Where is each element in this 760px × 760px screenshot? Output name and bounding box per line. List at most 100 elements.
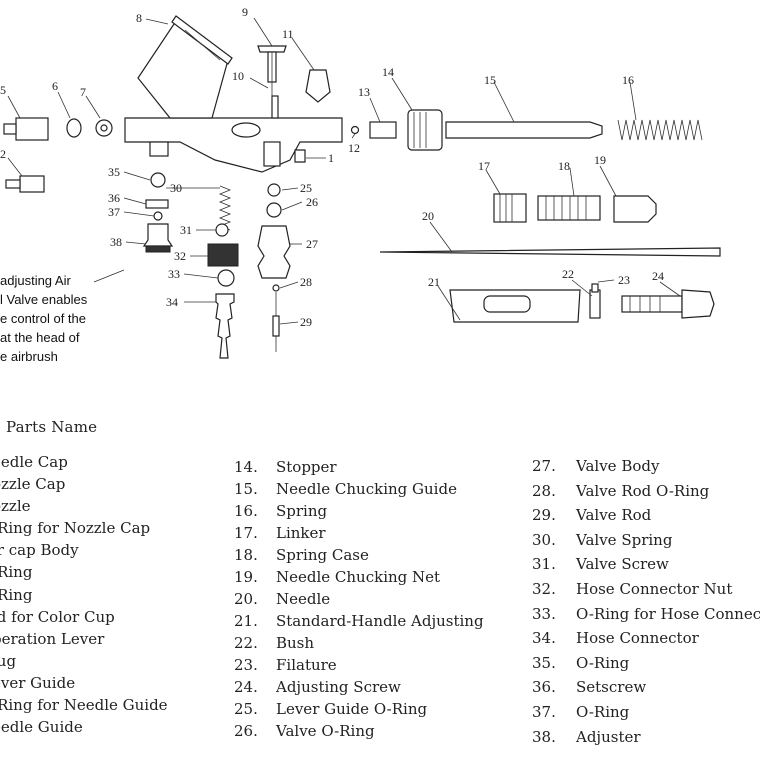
part-number: 29.: [532, 506, 556, 525]
part-row: 26.Valve O-Ring: [234, 720, 484, 742]
spring-case-18: [537, 195, 601, 221]
part-row: 17.Linker: [234, 522, 484, 544]
part-number: 37.: [532, 702, 556, 721]
part-number: 27.: [532, 457, 556, 475]
note-line: l Valve enables: [0, 292, 88, 307]
needle-chucking-net-19: [613, 195, 657, 223]
part-name: Needle Chucking Net: [276, 568, 441, 586]
part-number: 35.: [532, 653, 556, 672]
callout-1: 1: [328, 151, 334, 165]
callout-30: 30: [170, 181, 182, 195]
part-row: 27.Valve Body: [532, 454, 760, 479]
callout-23: 23: [618, 273, 630, 287]
part-number: 25.: [234, 700, 258, 718]
callout-numbers: 1 2 5 6 7 8 9 10 11 12 13 14 15 16 17 18…: [0, 5, 664, 329]
part-row: 22. Bush: [234, 632, 484, 654]
part-row: 32.Hose Connector Nut: [532, 577, 760, 602]
part-row: 21.Standard-Handle Adjusting: [234, 610, 484, 632]
part-row: -Ring: [0, 585, 33, 604]
callout-34: 34: [166, 295, 178, 309]
part-row: -Ring: [0, 563, 33, 582]
callout-17: 17: [478, 159, 490, 173]
part-name: Linker: [276, 524, 326, 542]
part-number: 28.: [532, 481, 556, 500]
part-name: Filature: [276, 656, 337, 674]
part-number: 18.: [234, 546, 258, 564]
valve-assembly: [257, 183, 291, 352]
callout-2: 2: [0, 147, 6, 161]
part-number: 38.: [532, 727, 556, 746]
stopper-14: [407, 109, 443, 151]
part-name: Valve Screw: [576, 555, 669, 574]
callout-14: 14: [382, 65, 394, 79]
part-row: 28. Valve Rod O-Ring: [532, 479, 760, 504]
nozzle-group: [3, 117, 113, 193]
part-number: 31.: [532, 555, 556, 574]
part-name: Adjusting Screw: [276, 678, 401, 696]
note-line: at the head of: [0, 330, 80, 345]
part-name: Needle Chucking Guide: [276, 480, 457, 498]
callout-5: 5: [0, 83, 6, 97]
handle-21: [449, 289, 581, 323]
adjusting-screw-24: [621, 289, 715, 319]
part-name: Valve Spring: [576, 530, 673, 549]
part-row: ever Guide: [0, 673, 76, 692]
part-number: 20.: [234, 590, 258, 608]
part-name: Setscrew: [576, 678, 647, 697]
note-line: e control of the: [0, 311, 86, 326]
callout-33: 33: [168, 267, 180, 281]
o-ring-12: [350, 125, 360, 135]
part-number: 19.: [234, 568, 258, 586]
part-row: 20. Needle: [234, 588, 484, 610]
part-row: peration Lever: [0, 629, 105, 648]
part-row: lug: [0, 651, 17, 670]
part-number: 30.: [532, 530, 556, 549]
callout-12: 12: [348, 141, 360, 155]
callout-24: 24: [652, 269, 664, 283]
airbrush-body: [124, 95, 343, 173]
callout-9: 9: [242, 5, 248, 19]
part-row: 33.O-Ring for Hose Connec: [532, 602, 760, 627]
part-row: -Ring for Needle Guide: [0, 696, 168, 715]
part-name: Stopper: [276, 458, 337, 476]
part-row: 37.O-Ring: [532, 700, 760, 725]
note-line: adjusting Air: [0, 273, 71, 288]
callout-22: 22: [562, 267, 574, 281]
part-name: Valve O-Ring: [276, 722, 375, 740]
part-number: 22.: [234, 634, 258, 652]
part-row: 15.Needle Chucking Guide: [234, 478, 484, 500]
part-name: Spring: [276, 502, 328, 520]
plug-part: [294, 149, 306, 163]
part-row: 14.Stopper: [234, 456, 484, 478]
air-valve-group: [142, 172, 239, 359]
needle-guide-13: [369, 121, 397, 139]
exploded-airbrush-diagram: 1 2 5 6 7 8 9 10 11 12 13 14 15 16 17 18…: [0, 5, 721, 359]
operation-lever: [257, 45, 287, 100]
part-number: 24.: [234, 678, 258, 696]
part-number: 23.: [234, 656, 258, 674]
callout-6: 6: [52, 79, 58, 93]
callout-26: 26: [306, 195, 318, 209]
callout-16: 16: [622, 73, 634, 87]
parts-column-3: 27.Valve Body 28. Valve Rod O-Ring 29. Val…: [532, 454, 760, 749]
part-row: 18.Spring Case: [234, 544, 484, 566]
part-name: Hose Connector Nut: [576, 579, 733, 598]
callout-19: 19: [594, 153, 606, 167]
part-number: 33.: [532, 604, 556, 623]
part-name: O-Ring: [576, 653, 630, 672]
part-row: eedle Cap: [0, 453, 68, 471]
part-name: Needle: [276, 590, 331, 608]
callout-18: 18: [558, 159, 570, 173]
leader-lines: [7, 17, 681, 325]
linker-17: [493, 193, 527, 223]
part-row: 19. Needle Chucking Net: [234, 566, 484, 588]
part-row: 30. Valve Spring: [532, 528, 760, 553]
part-name: Valve Rod O-Ring: [576, 481, 710, 500]
callout-29: 29: [300, 315, 312, 329]
part-number: 16.: [234, 502, 258, 520]
filature-23: [591, 283, 599, 293]
callout-8: 8: [136, 11, 142, 25]
part-name: Bush: [276, 634, 315, 652]
callout-20: 20: [422, 209, 434, 223]
part-row: 25.Lever Guide O-Ring: [234, 698, 484, 720]
